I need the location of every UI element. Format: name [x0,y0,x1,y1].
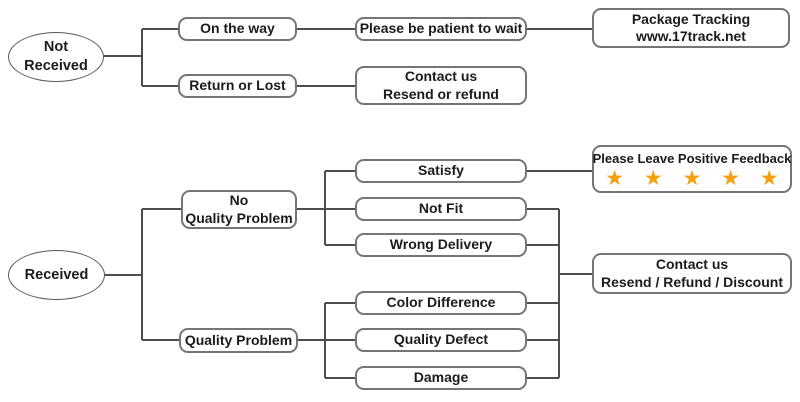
node-label: Damage [413,369,469,386]
node-label: Wrong Delivery [389,236,493,253]
node-label: Color Difference [386,294,496,311]
node-label: Contact us [404,68,478,84]
node-label: Resend / Refund / Discount [600,273,783,290]
node-label: Please be patient to wait [359,20,523,37]
node-satisfy: Satisfy [355,159,527,183]
connector-path [104,28,592,379]
node-be-patient: Please be patient to wait [355,17,527,41]
node-return-or-lost: Return or Lost [178,74,297,98]
node-label: Quality Problem [185,209,293,226]
node-damage: Damage [355,366,527,390]
node-label: No [229,192,249,208]
node-label: Not Fit [418,200,464,217]
node-not-received: Not Received [8,32,104,82]
node-label: Received [24,58,88,74]
node-no-quality-problem: No Quality Problem [181,190,297,229]
node-label: On the way [200,20,275,37]
node-contact-resend-refund-discount: Contact us Resend / Refund / Discount [592,253,792,294]
node-contact-resend-refund: Contact us Resend or refund [355,66,527,105]
node-label: Quality Defect [393,331,489,348]
node-label: Quality Problem [184,331,293,348]
node-color-difference: Color Difference [355,291,527,315]
node-label: Return or Lost [189,77,286,94]
node-not-fit: Not Fit [355,197,527,221]
node-label: Package Tracking [631,10,751,27]
node-package-tracking: Package Tracking www.17track.net [592,8,790,48]
node-quality-defect: Quality Defect [355,328,527,352]
node-label: Satisfy [418,162,464,179]
node-label: Received [24,266,89,283]
node-positive-feedback: Please Leave Positive Feedback ★ ★ ★ ★ ★ [592,145,792,193]
five-star-rating-icon: ★ ★ ★ ★ ★ [605,167,786,191]
node-received: Received [8,250,105,300]
node-label: Not [43,39,69,56]
tracking-url: www.17track.net [636,28,746,44]
feedback-title: Please Leave Positive Feedback [592,150,792,166]
node-wrong-delivery: Wrong Delivery [355,233,527,257]
node-quality-problem: Quality Problem [179,328,298,353]
node-label: Resend or refund [383,85,499,102]
node-on-the-way: On the way [178,17,297,41]
node-label: Contact us [655,256,729,272]
